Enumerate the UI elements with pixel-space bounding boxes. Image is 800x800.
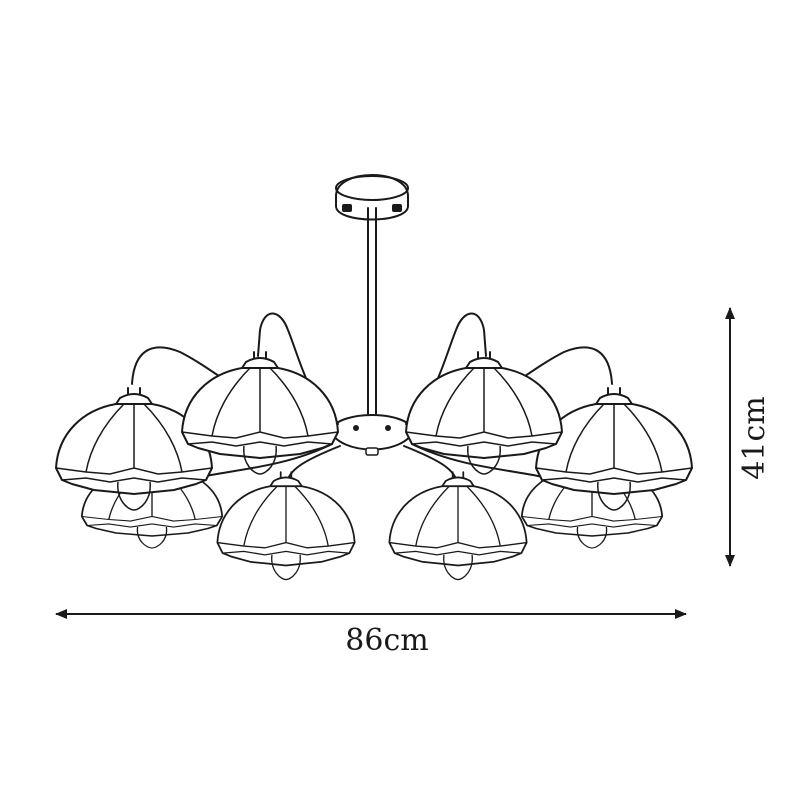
width-label: 86cm: [345, 623, 428, 658]
width-dimension: 86cm: [55, 609, 687, 658]
lamp-shade-front-left: [216, 471, 356, 581]
lamp-shade-front-right: [388, 471, 528, 581]
height-label: 41cm: [737, 396, 772, 479]
down-rod: [367, 207, 377, 415]
central-hub: [329, 414, 415, 456]
height-dimension: 41cm: [725, 307, 772, 567]
ceiling-canopy: [335, 174, 409, 221]
